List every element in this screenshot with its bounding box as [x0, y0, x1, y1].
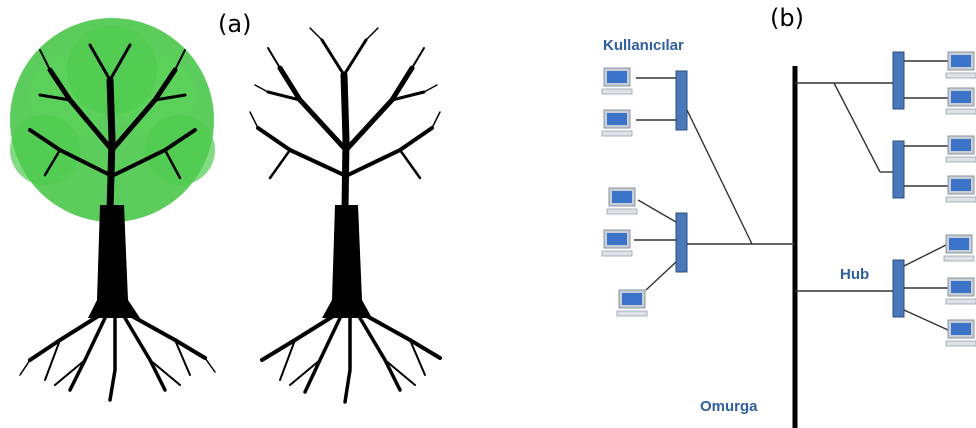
panel-b-label: (b)	[770, 4, 804, 32]
hub-icon	[675, 70, 688, 131]
hub-icon	[675, 212, 688, 273]
computer-icon	[945, 87, 976, 115]
computer-icon	[943, 234, 975, 262]
hub-icon	[892, 259, 905, 318]
computer-icon	[601, 229, 633, 257]
hub-icon	[892, 140, 905, 199]
backbone-label: Omurga	[700, 398, 758, 415]
computer-icon	[606, 187, 638, 215]
computer-icon	[945, 277, 976, 305]
users-label: Kullanıcılar	[603, 37, 684, 54]
computer-icon	[601, 109, 633, 137]
panel-a-label: (a)	[218, 10, 252, 38]
computer-icon	[601, 67, 633, 95]
hub-label: Hub	[840, 266, 870, 283]
hub-icon	[892, 51, 905, 110]
tree-bare	[249, 27, 442, 404]
tree-with-leaves	[10, 18, 216, 402]
computer-icon	[945, 135, 976, 163]
computer-icon	[616, 289, 648, 317]
computer-icon	[945, 51, 976, 79]
computer-icon	[945, 319, 976, 347]
computer-icon	[945, 175, 976, 203]
